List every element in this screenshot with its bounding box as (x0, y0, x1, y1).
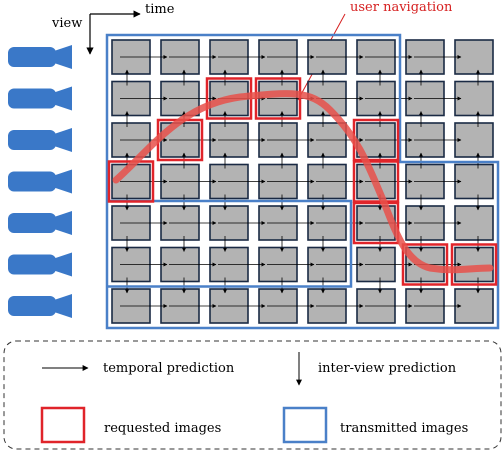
camera-body (8, 171, 56, 192)
camera-lens (54, 211, 72, 235)
navigation-path (112, 90, 494, 274)
camera-body (8, 130, 56, 150)
camera-body (8, 88, 56, 109)
video-camera-icon (8, 86, 72, 111)
requested-images-label: requested images (104, 421, 221, 436)
transmitted-region-divider (107, 199, 353, 288)
camera-body (8, 213, 56, 233)
requested-images-swatch (40, 406, 86, 444)
camera-lens (54, 128, 72, 152)
requested-image-marker (401, 243, 449, 286)
video-camera-icon (8, 169, 72, 194)
axes: time view (51, 2, 175, 55)
interview-prediction-label: inter-view prediction (318, 361, 457, 376)
camera-body (8, 47, 56, 67)
transmitted-regions (105, 33, 500, 330)
camera-body (8, 296, 56, 316)
camera-lens (54, 252, 72, 277)
temporal-prediction-label: temporal prediction (103, 361, 235, 376)
requested-image-marker (352, 160, 400, 203)
video-camera-icon (8, 45, 72, 69)
requested-image-marker (352, 201, 400, 245)
time-axis-label: time (145, 2, 175, 17)
user-navigation-label: user navigation (350, 0, 453, 15)
camera-body (8, 254, 56, 275)
camera-lens (54, 86, 72, 111)
camera-lens (54, 169, 72, 194)
transmitted-images-swatch (282, 406, 328, 444)
camera-lens (54, 45, 72, 69)
camera-column (8, 45, 72, 318)
video-camera-icon (8, 128, 72, 152)
video-camera-icon (8, 294, 72, 318)
legend: temporal prediction inter-view predictio… (3, 340, 502, 450)
camera-lens (54, 294, 72, 318)
legend-box (3, 340, 502, 450)
view-axis-label: view (51, 16, 82, 31)
video-camera-icon (8, 211, 72, 235)
video-camera-icon (8, 252, 72, 277)
transmitted-region-outline (105, 33, 500, 330)
transmitted-images-label: transmitted images (340, 421, 468, 436)
requested-image-marker (450, 243, 498, 286)
